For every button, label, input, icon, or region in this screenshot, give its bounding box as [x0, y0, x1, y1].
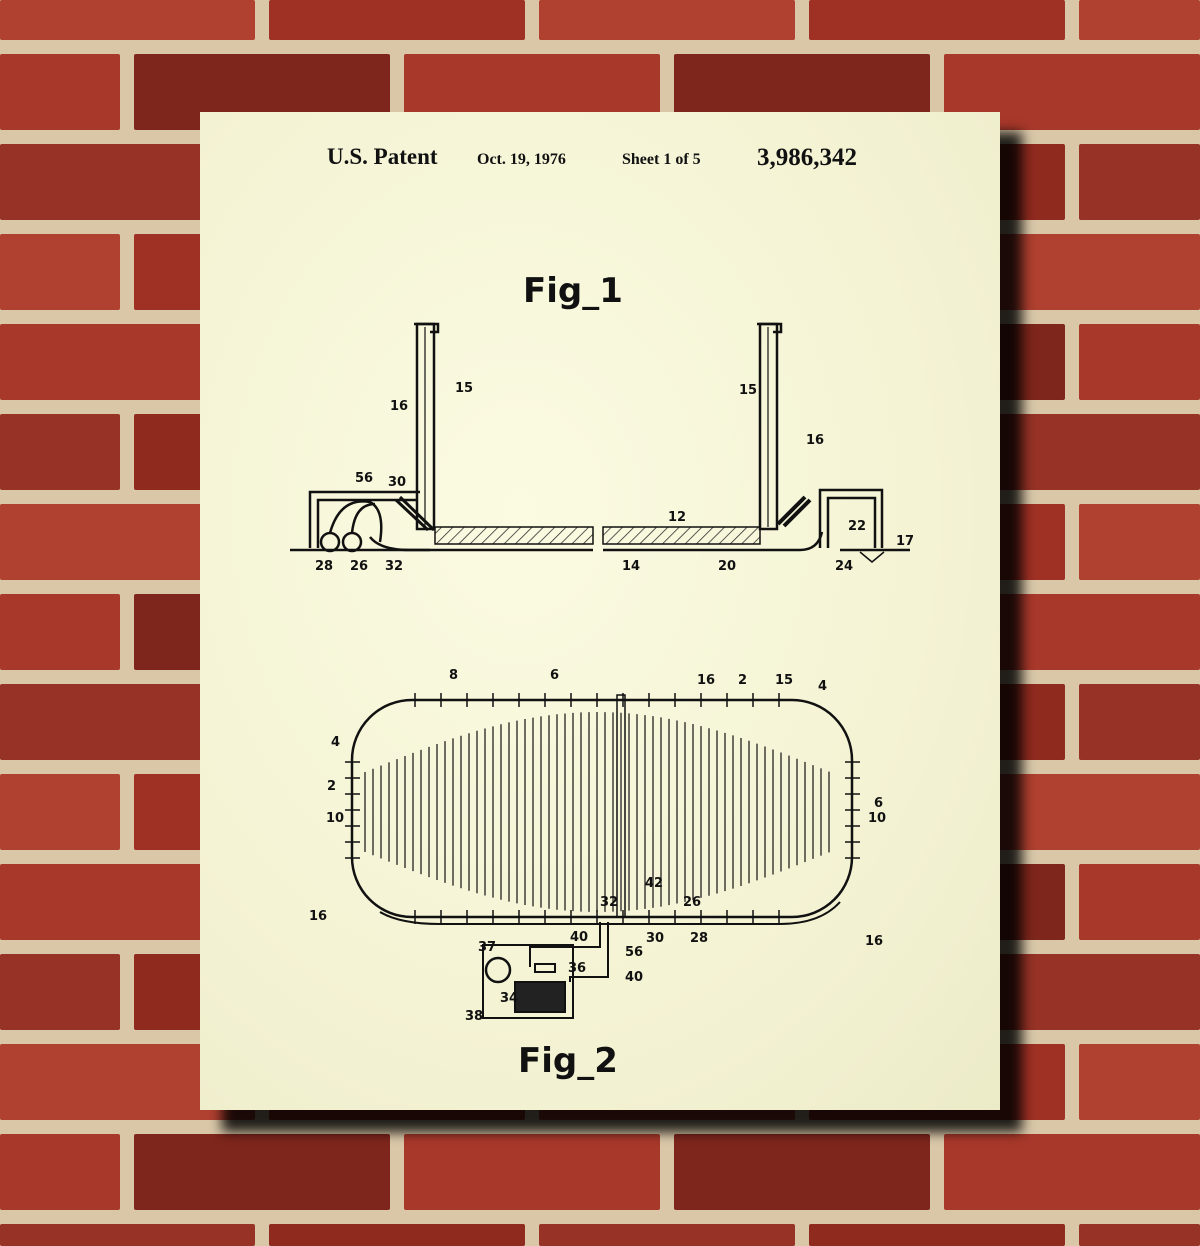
patent-header: U.S. Patent Oct. 19, 1976 Sheet 1 of 5 3… [327, 144, 857, 171]
patent-poster: U.S. Patent Oct. 19, 1976 Sheet 1 of 5 3… [200, 112, 1000, 1110]
reference-numeral: 42 [645, 876, 663, 891]
reference-numeral: 56 [355, 471, 373, 486]
fig2-rink-plan [345, 693, 860, 1019]
brick [0, 774, 120, 850]
reference-numeral: 36 [568, 961, 586, 976]
reference-numeral: 15 [775, 673, 793, 688]
reference-numeral: 28 [690, 931, 708, 946]
reference-numeral: 32 [385, 559, 403, 574]
brick [269, 0, 525, 40]
brick [1079, 0, 1200, 40]
reference-numeral: 15 [739, 383, 757, 398]
fig1-cross-section [290, 322, 910, 563]
reference-numeral: 16 [390, 399, 408, 414]
reference-numeral: 22 [848, 519, 866, 534]
brick [809, 1224, 1065, 1246]
brick [1079, 684, 1200, 760]
brick [0, 234, 120, 310]
reference-numeral: 6 [874, 796, 883, 811]
brick [0, 1224, 255, 1246]
reference-numeral: 15 [455, 381, 473, 396]
reference-numeral: 4 [818, 679, 827, 694]
brick [0, 0, 255, 40]
reference-numeral: 26 [350, 559, 368, 574]
reference-numeral: 28 [315, 559, 333, 574]
reference-numeral: 12 [668, 510, 686, 525]
reference-numeral: 16 [806, 433, 824, 448]
brick [269, 1224, 525, 1246]
brick [404, 1134, 660, 1210]
brick [674, 1134, 930, 1210]
brick [0, 1134, 120, 1210]
brick [0, 54, 120, 130]
reference-numeral: 30 [646, 931, 664, 946]
brick [0, 594, 120, 670]
reference-numeral: 37 [478, 940, 496, 955]
reference-numeral: 24 [835, 559, 853, 574]
patent-label: U.S. Patent [327, 144, 438, 169]
patent-drawing: U.S. Patent Oct. 19, 1976 Sheet 1 of 5 3… [290, 144, 914, 1081]
brick [1079, 144, 1200, 220]
reference-numeral: 17 [896, 534, 914, 549]
patent-date: Oct. 19, 1976 [477, 151, 566, 168]
fig1-title: Fig_1 [523, 271, 623, 311]
reference-numeral: 14 [622, 559, 640, 574]
reference-numeral: 16 [865, 934, 883, 949]
reference-numeral: 34 [500, 991, 518, 1006]
reference-numeral: 40 [625, 970, 643, 985]
reference-numeral: 40 [570, 930, 588, 945]
fig1-reference-numerals: 15 16 56 30 28 26 32 12 14 20 22 24 17 15 16 [315, 381, 914, 574]
brick [944, 1134, 1200, 1210]
brick [0, 414, 120, 490]
reference-numeral: 10 [868, 811, 886, 826]
sheet-number: Sheet 1 of 5 [622, 151, 701, 168]
brick [809, 0, 1065, 40]
reference-numeral: 38 [465, 1009, 483, 1024]
reference-numeral: 26 [683, 895, 701, 910]
reference-numeral: 6 [550, 668, 559, 683]
reference-numeral: 30 [388, 475, 406, 490]
reference-numeral: 32 [600, 895, 618, 910]
brick [1079, 864, 1200, 940]
brick [0, 954, 120, 1030]
brick [539, 1224, 795, 1246]
reference-numeral: 16 [309, 909, 327, 924]
patent-number: 3,986,342 [757, 144, 857, 171]
reference-numeral: 4 [331, 735, 340, 750]
reference-numeral: 10 [326, 811, 344, 826]
brick [1079, 504, 1200, 580]
reference-numeral: 8 [449, 668, 458, 683]
brick [1079, 324, 1200, 400]
brick [134, 1134, 390, 1210]
brick [1079, 1044, 1200, 1120]
reference-numeral: 56 [625, 945, 643, 960]
reference-numeral: 16 [697, 673, 715, 688]
brick [539, 0, 795, 40]
reference-numeral: 2 [327, 779, 336, 794]
reference-numeral: 20 [718, 559, 736, 574]
brick [1079, 1224, 1200, 1246]
fig2-title: Fig_2 [518, 1041, 618, 1081]
reference-numeral: 2 [738, 673, 747, 688]
